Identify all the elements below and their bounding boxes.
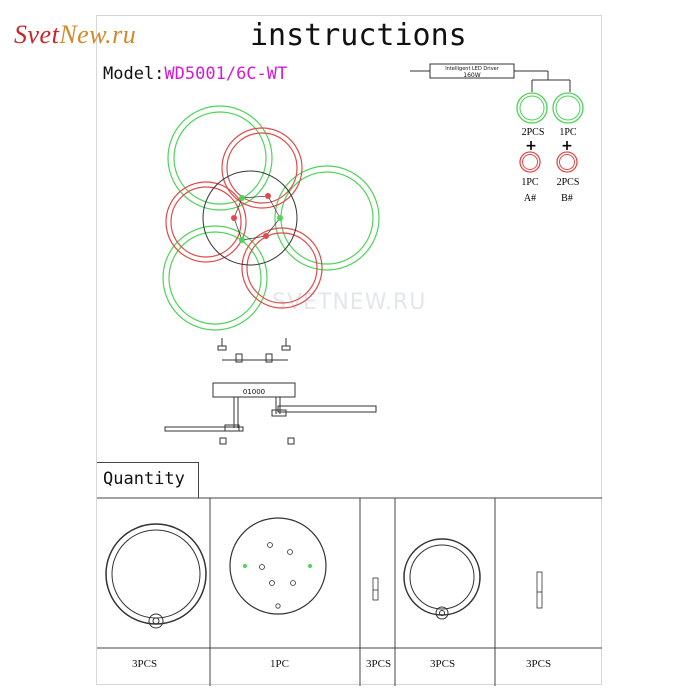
model-line: Model:WD5001/6C-WT	[103, 64, 287, 84]
part-canopy-plate	[229, 517, 327, 615]
red-left-count: 1PC	[521, 177, 539, 188]
watermark: SVETNEW.RU	[272, 290, 427, 315]
driver-power: 160W	[463, 72, 480, 79]
group-b-label: B#	[561, 193, 573, 204]
plus-left: +	[525, 138, 537, 154]
group-a-label: A#	[524, 193, 536, 204]
model-number: WD5001/6C-WT	[164, 64, 288, 84]
qty-count-long-screw: 3PCS	[526, 658, 552, 670]
quantity-heading: Quantity	[97, 462, 199, 498]
instruction-sheet-frame	[96, 15, 602, 685]
qty-count-small-screw: 3PCS	[366, 658, 392, 670]
green-right-count: 1PC	[559, 127, 577, 138]
led-driver: Intelligent LED Driver 160W	[410, 63, 571, 92]
red-right-count: 2PCS	[557, 177, 580, 188]
site-logo[interactable]: SvetNew.ru	[14, 20, 136, 50]
part-large-ring	[105, 523, 207, 629]
qty-count-canopy: 1PC	[270, 658, 289, 670]
plus-right: +	[561, 138, 573, 154]
qty-count-small-ring: 3PCS	[430, 658, 456, 670]
mounting-side-view	[164, 338, 377, 445]
model-prefix: Model:	[103, 64, 165, 84]
part-small-screw	[372, 577, 379, 601]
qty-count-large-ring: 3PCS	[132, 658, 158, 670]
page-title: instructions	[250, 18, 467, 53]
driver-label: Intelligent LED Driver	[445, 66, 500, 72]
part-long-screw	[536, 571, 543, 609]
logo-text: SvetNew.ru	[14, 20, 137, 49]
part-small-ring	[403, 538, 481, 620]
canopy-label: 01000	[243, 388, 265, 396]
chandelier-top-view	[162, 105, 380, 331]
connection-diagram: 2PCS 1PC + + 1PC 2PCS A# B#	[516, 92, 584, 204]
quantity-table	[97, 497, 602, 686]
green-left-count: 2PCS	[522, 127, 545, 138]
